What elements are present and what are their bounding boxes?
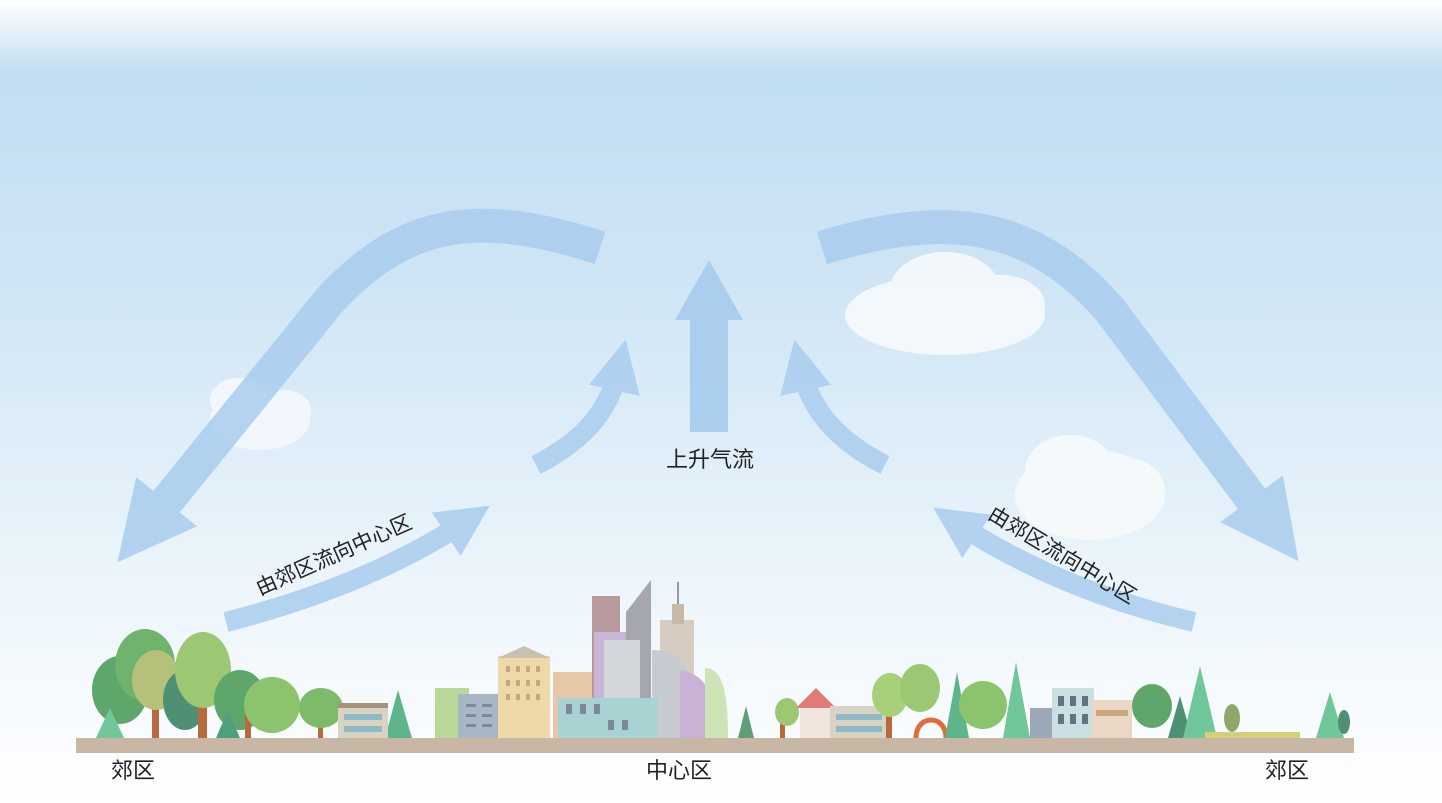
updraft-arrow — [675, 260, 743, 432]
inflow-arrow-left — [223, 505, 490, 632]
circulation-arrow-right — [816, 210, 1299, 562]
rising-arrow-left — [531, 339, 640, 474]
suburb-label-left: 郊区 — [111, 759, 156, 784]
left-small-building — [338, 703, 388, 738]
updraft-label: 上升气流 — [666, 448, 755, 473]
ground-strip — [76, 738, 1354, 753]
center-label: 中心区 — [646, 759, 713, 784]
city-center-buildings — [435, 580, 754, 738]
cloud-right-upper — [845, 252, 1045, 355]
rising-arrow-right — [780, 339, 890, 474]
inflow-arrow-right — [933, 507, 1197, 632]
suburb-label-right: 郊区 — [1265, 759, 1310, 784]
left-suburb-trees — [92, 629, 412, 738]
circulation-arrow-left — [117, 208, 606, 563]
cloud-right-lower — [1015, 435, 1165, 540]
right-suburb — [775, 662, 1350, 739]
